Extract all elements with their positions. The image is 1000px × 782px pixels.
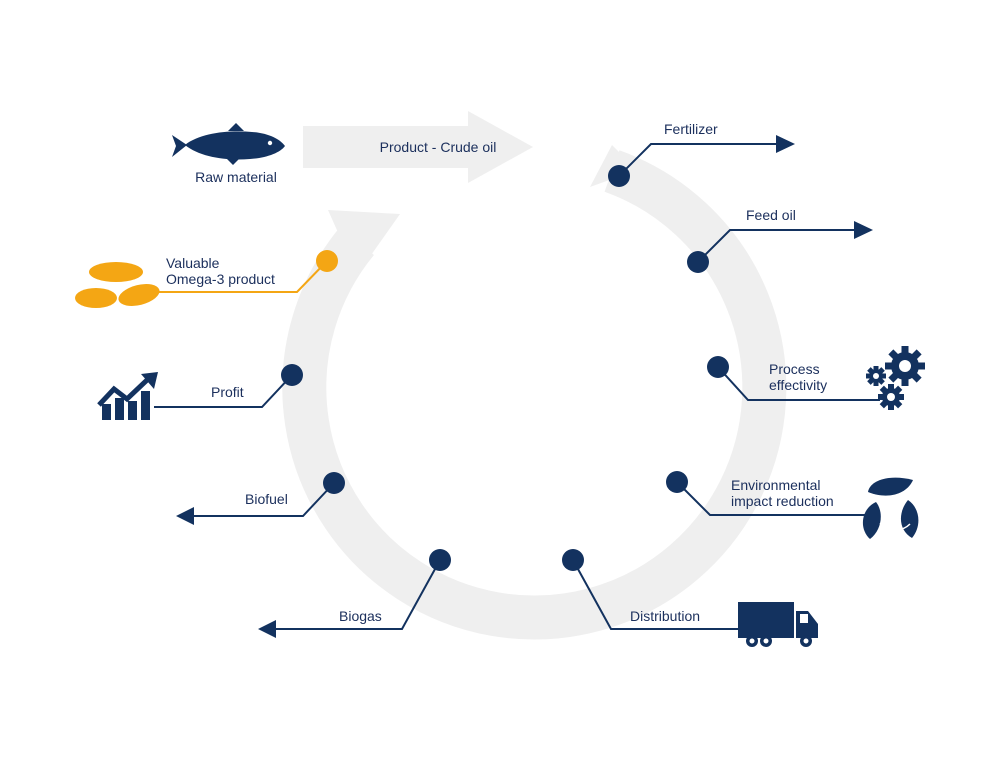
flow-ring [282,145,787,640]
distribution-connector-line [572,559,740,630]
environment-label-line2: impact reduction [731,493,834,509]
profit-connector-line [154,374,293,408]
feed-oil-node [687,251,709,273]
omega-label-line2: Omega-3 product [166,271,275,287]
raw-material-label: Raw material [195,169,277,185]
gear-small-left [866,366,886,386]
fish-icon [172,123,285,165]
biofuel-arrowhead [176,507,194,525]
process-label-line1: Process [769,361,820,377]
omega-connector-line [154,260,328,293]
environment-node [666,471,688,493]
fertilizer-arrowhead [776,135,795,153]
biofuel-node [323,472,345,494]
biogas-arrowhead [258,620,276,638]
biofuel-label: Biofuel [245,491,288,507]
distribution-node [562,549,584,571]
product-big-arrow [303,111,533,183]
omega-node [316,250,338,272]
profit-node [281,364,303,386]
flow-ring-arrowhead [328,210,400,275]
environment-label-line1: Environmental [731,477,821,493]
fertilizer-label: Fertilizer [664,121,718,137]
flow-ring-arc [282,150,787,640]
process-node [707,356,729,378]
growth-chart-icon [97,372,158,420]
gear-large [885,346,925,386]
biogas-connector-line [272,559,441,630]
environment-connector-line [676,481,865,516]
fertilizer-connector-line [618,143,778,177]
feed-oil-arrowhead [854,221,873,239]
gear-small-bottom [878,384,904,410]
profit-label: Profit [211,384,244,400]
distribution-label: Distribution [630,608,700,624]
omega-label-line1: Valuable [166,255,220,271]
biogas-node [429,549,451,571]
feed-oil-label: Feed oil [746,207,796,223]
process-label-line2: effectivity [769,377,827,393]
product-label: Product - Crude oil [380,139,497,155]
flow-ring-tail-notch [590,145,637,187]
omega-capsules-icon [75,262,160,308]
fertilizer-node [608,165,630,187]
leaves-recycle-icon [862,477,919,539]
feed-oil-connector-line [697,229,856,263]
process-connector-line [717,366,880,401]
biofuel-connector-line [190,482,335,517]
biogas-label: Biogas [339,608,382,624]
truck-icon [738,602,818,647]
gears-icon [866,346,925,410]
